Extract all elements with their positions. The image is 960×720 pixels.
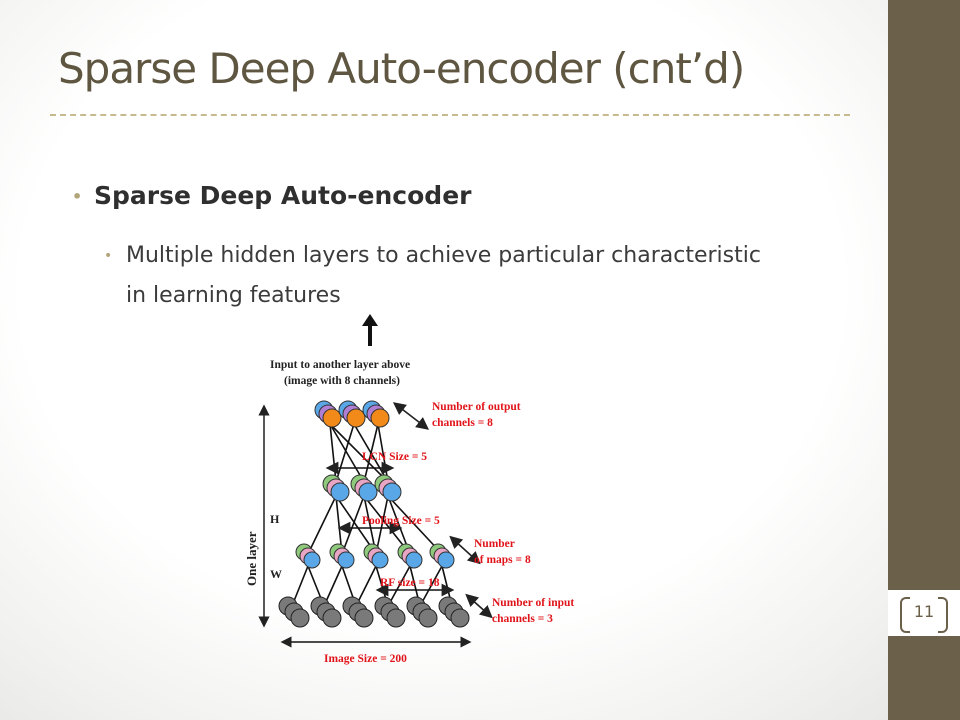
output-channels-label-1: Number of output [432,401,521,413]
side-arrows [392,402,493,619]
top-label-line2: (image with 8 channels) [284,375,400,387]
sparse-autoencoder-diagram: Input to another layer above (image with… [244,314,574,665]
bullet-dot: • [104,248,113,264]
one-layer-label: One layer [244,531,259,586]
bullet-dot: • [72,187,83,206]
feature-map-nodes [295,543,455,569]
lcn-size-label: LCN Size = 5 [362,451,427,463]
bullet-level1-text: Sparse Deep Auto-encoder [94,181,472,210]
page-number: 11 [913,602,935,621]
slide-title: Sparse Deep Auto-encoder (cnt’d) [58,44,745,93]
pooling-size-label: Pooling Size = 5 [362,515,440,527]
pooling-layer-nodes [322,474,402,502]
input-channels-label-1: Number of input [492,597,574,609]
top-label-line1: Input to another layer above [270,359,410,371]
num-maps-label-2: of maps = 8 [474,554,531,566]
image-size-label: Image Size = 200 [324,653,407,665]
left-bracket [900,597,910,633]
rf-size-label: RF size = 18 [380,577,440,589]
w-label: W [270,567,282,581]
page-number-box: 11 [888,590,960,636]
up-arrow-icon [362,314,378,346]
input-layer-nodes [278,596,470,628]
h-label: H [270,512,280,526]
title-divider [50,114,850,116]
input-channels-label-2: channels = 3 [492,613,553,625]
bullet-level2-text: Multiple hidden layers to achieve partic… [126,243,761,308]
output-channels-label-2: channels = 8 [432,417,493,429]
num-maps-label-1: Number [474,538,515,550]
right-bracket [938,597,948,633]
output-layer-nodes [314,400,390,428]
